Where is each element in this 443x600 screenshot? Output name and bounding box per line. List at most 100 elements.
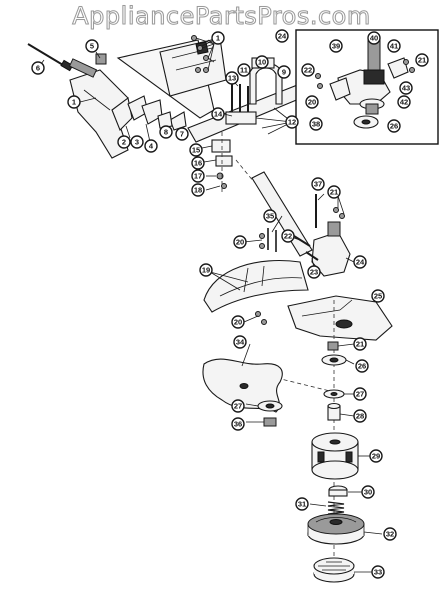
svg-text:17: 17	[194, 172, 202, 181]
svg-text:24: 24	[356, 258, 365, 267]
callout-27b: 27	[231, 399, 245, 413]
callout-4: 4	[144, 139, 158, 153]
svg-text:21: 21	[356, 340, 364, 349]
svg-text:39: 39	[332, 42, 340, 51]
callout-inset-42: 42	[397, 95, 411, 109]
svg-text:38: 38	[312, 120, 320, 129]
svg-text:11: 11	[240, 66, 248, 75]
svg-text:13: 13	[228, 74, 236, 83]
callouts: 1 1 2 3 4 5 6 7 8 9 10 11 12 13 14 15 16…	[31, 29, 429, 579]
callout-34: 34	[233, 335, 247, 349]
callout-29: 29	[369, 449, 383, 463]
svg-text:32: 32	[386, 530, 394, 539]
callout-15: 15	[189, 143, 203, 157]
callout-inset-20: 20	[305, 95, 319, 109]
svg-text:3: 3	[135, 138, 139, 147]
callout-24b: 24	[353, 255, 367, 269]
svg-text:27: 27	[234, 402, 242, 411]
callout-20b: 20	[231, 315, 245, 329]
callout-inset-26: 26	[387, 119, 401, 133]
svg-text:20: 20	[234, 318, 242, 327]
callout-27a: 27	[353, 387, 367, 401]
svg-text:43: 43	[402, 84, 410, 93]
svg-text:6: 6	[36, 64, 40, 73]
svg-text:1: 1	[216, 34, 220, 43]
handle-assembly	[27, 35, 307, 192]
svg-text:37: 37	[314, 180, 322, 189]
callout-3: 3	[130, 135, 144, 149]
svg-text:26: 26	[358, 362, 366, 371]
svg-text:40: 40	[370, 34, 378, 43]
svg-text:4: 4	[149, 142, 154, 151]
callout-inset-39: 39	[329, 39, 343, 53]
callout-10: 10	[255, 55, 269, 69]
svg-text:5: 5	[90, 42, 94, 51]
watermark: AppliancePartsPros.com	[72, 2, 371, 31]
svg-text:15: 15	[192, 146, 200, 155]
callout-1b: 1	[67, 95, 81, 109]
callout-inset-21: 21	[415, 53, 429, 67]
svg-text:34: 34	[236, 338, 245, 347]
callout-35: 35	[263, 209, 277, 223]
callout-inset-38: 38	[309, 117, 323, 131]
svg-text:18: 18	[194, 186, 202, 195]
callout-11: 11	[237, 63, 251, 77]
svg-text:16: 16	[194, 159, 202, 168]
svg-text:26: 26	[390, 122, 398, 131]
callout-21a: 21	[327, 185, 341, 199]
callout-23: 23	[307, 265, 321, 279]
svg-text:36: 36	[234, 420, 242, 429]
callout-18: 18	[191, 183, 205, 197]
callout-28: 28	[353, 409, 367, 423]
svg-text:30: 30	[364, 488, 372, 497]
callout-24a: 24	[275, 29, 289, 43]
svg-text:14: 14	[214, 110, 223, 119]
callout-2: 2	[117, 135, 131, 149]
callout-inset-22: 22	[301, 63, 315, 77]
callout-13: 13	[225, 71, 239, 85]
svg-text:20: 20	[236, 238, 244, 247]
callout-5: 5	[85, 39, 99, 53]
callout-20a: 20	[233, 235, 247, 249]
callout-inset-43: 43	[399, 81, 413, 95]
svg-text:21: 21	[330, 188, 338, 197]
svg-text:2: 2	[122, 138, 126, 147]
svg-text:20: 20	[308, 98, 316, 107]
svg-text:23: 23	[310, 268, 318, 277]
svg-text:7: 7	[180, 130, 184, 139]
callout-6: 6	[31, 61, 45, 75]
trimmer-head-stack	[202, 300, 365, 583]
callout-9: 9	[277, 65, 291, 79]
svg-text:42: 42	[400, 98, 408, 107]
callout-12: 12	[285, 115, 299, 129]
svg-text:22: 22	[304, 66, 312, 75]
callout-37: 37	[311, 177, 325, 191]
callout-31: 31	[295, 497, 309, 511]
svg-text:9: 9	[282, 68, 286, 77]
svg-text:28: 28	[356, 412, 364, 421]
callout-16: 16	[191, 156, 205, 170]
callout-14: 14	[211, 107, 225, 121]
callout-inset-40: 40	[367, 31, 381, 45]
svg-text:10: 10	[258, 58, 266, 67]
callout-1a: 1	[211, 31, 225, 45]
svg-text:24: 24	[278, 32, 287, 41]
callout-36: 36	[231, 417, 245, 431]
svg-text:33: 33	[374, 568, 382, 577]
callout-26: 26	[355, 359, 369, 373]
guard-assembly	[203, 159, 393, 341]
callout-7: 7	[175, 127, 189, 141]
callout-8: 8	[159, 125, 173, 139]
svg-text:1: 1	[72, 98, 76, 107]
callout-21b: 21	[353, 337, 367, 351]
svg-text:35: 35	[266, 212, 274, 221]
callout-25: 25	[371, 289, 385, 303]
svg-text:27: 27	[356, 390, 364, 399]
svg-text:25: 25	[374, 292, 382, 301]
callout-17: 17	[191, 169, 205, 183]
callout-19: 19	[199, 263, 213, 277]
callout-22: 22	[281, 229, 295, 243]
svg-text:12: 12	[288, 118, 296, 127]
callout-30: 30	[361, 485, 375, 499]
svg-text:29: 29	[372, 452, 380, 461]
